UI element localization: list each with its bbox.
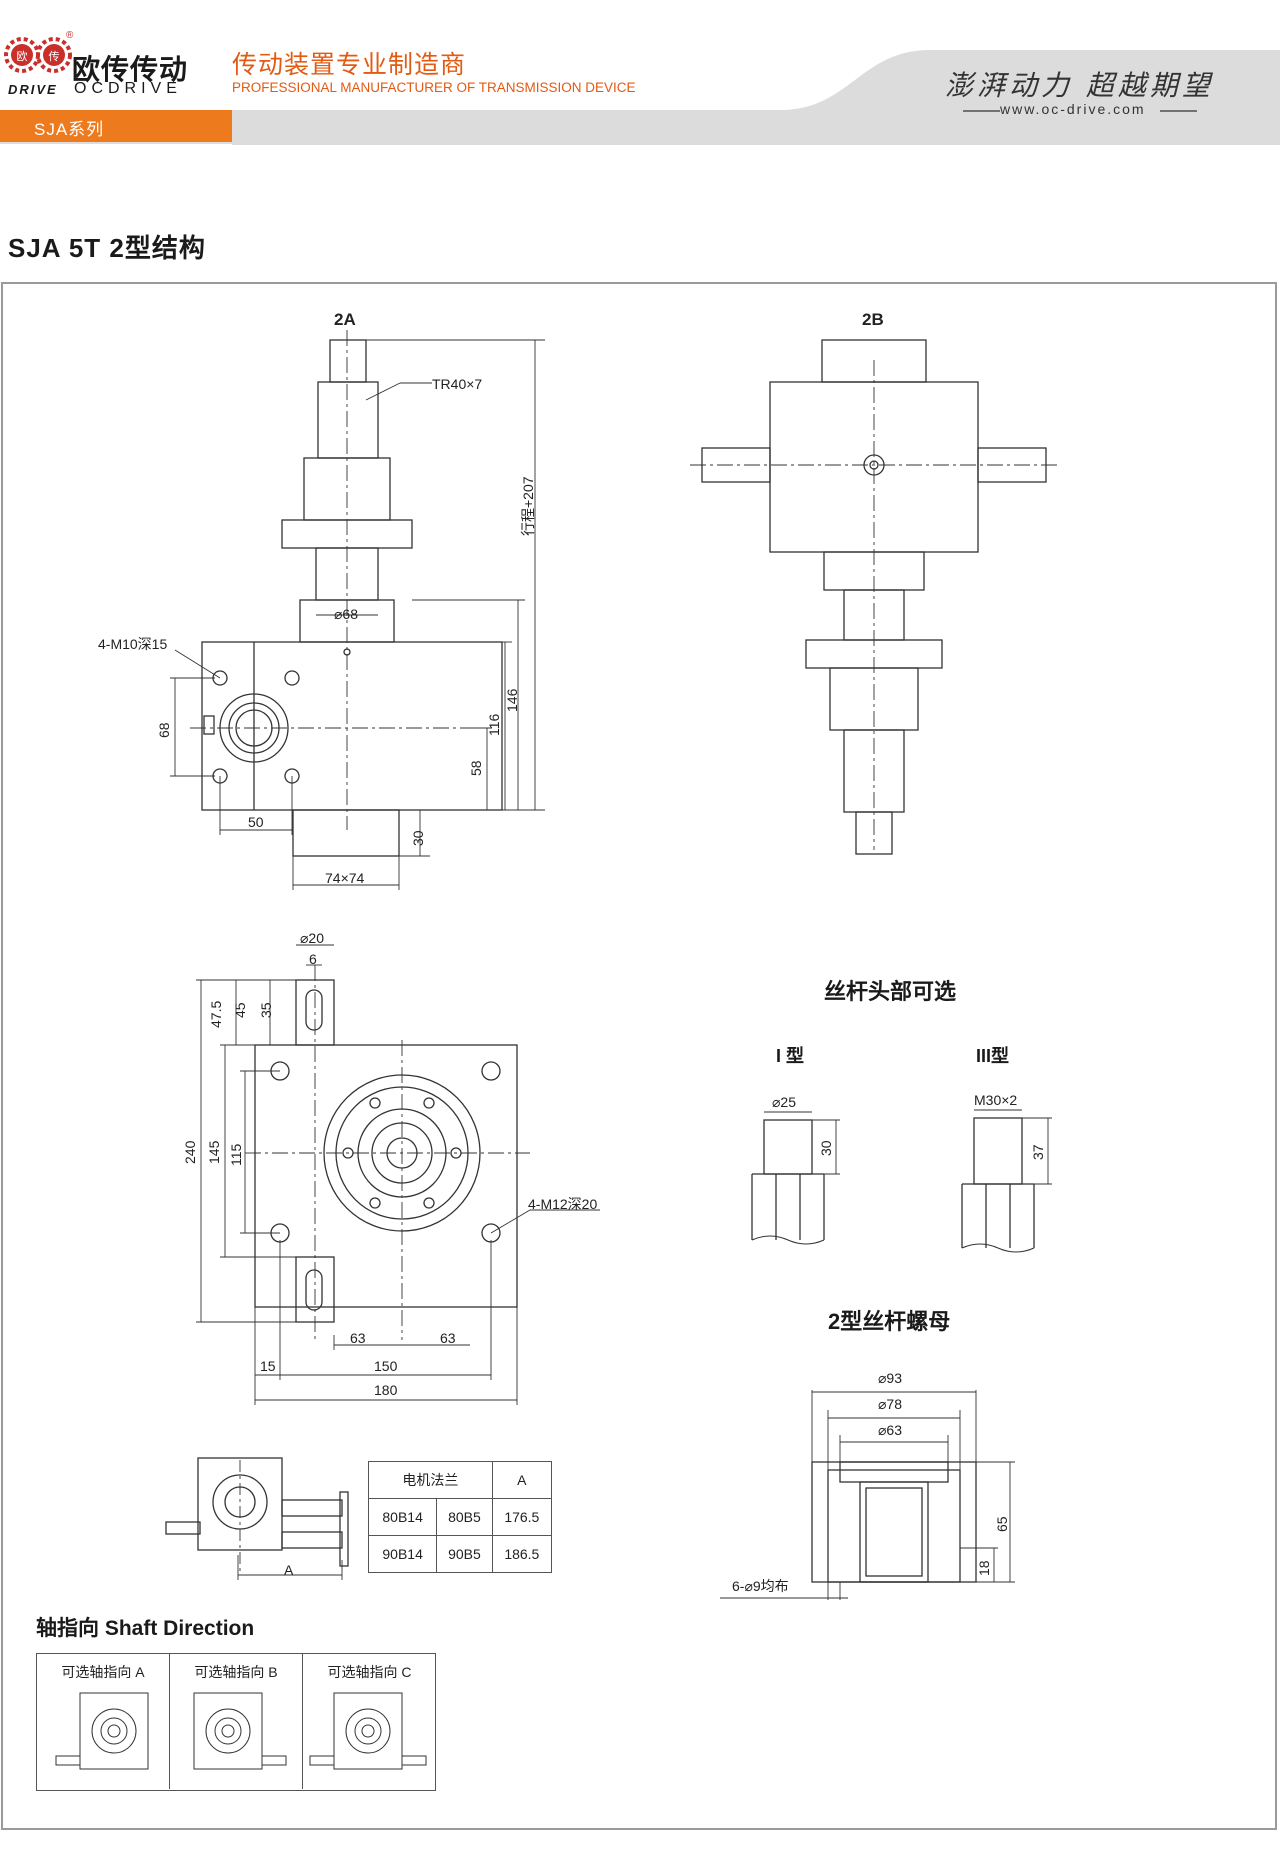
nut-drawing <box>720 1390 1015 1600</box>
stroke-label: 行程+207 <box>518 476 538 536</box>
tapped-holes-top-label: 4-M10深15 <box>98 634 167 654</box>
shaft-direction-table: 可选轴指向 A 可选轴指向 B 可选轴指向 C <box>36 1653 436 1791</box>
dim-58-label: 58 <box>468 760 484 776</box>
plan-view-drawing <box>196 945 600 1405</box>
type-1-label: I 型 <box>776 1042 804 1068</box>
type-3-label: III型 <box>976 1042 1009 1068</box>
table-cell: 90B5 <box>437 1536 492 1573</box>
table-row: 80B14 80B5 176.5 <box>369 1499 552 1536</box>
table-cell: 176.5 <box>492 1499 551 1536</box>
nut-dim-65-label: 65 <box>994 1516 1010 1532</box>
dim-15-label: 15 <box>260 1358 276 1374</box>
screw-head-options-drawing <box>752 1110 1052 1252</box>
nut-holes-label: 6-⌀9均布 <box>732 1576 789 1596</box>
table-cell: 80B14 <box>369 1499 437 1536</box>
dim-180-label: 180 <box>374 1382 397 1398</box>
shaft-option-a-label: 可选轴指向 A <box>37 1662 169 1682</box>
nut-title: 2型丝杆螺母 <box>828 1304 950 1336</box>
dim-47-5-label: 47.5 <box>208 1001 224 1028</box>
dim-150-label: 150 <box>374 1358 397 1374</box>
view-2b-drawing <box>690 340 1060 854</box>
dim-68-label: 68 <box>156 722 172 738</box>
dim-30-label: 30 <box>410 830 426 846</box>
dim-146-label: 146 <box>504 689 520 712</box>
dim-115-label: 115 <box>228 1144 244 1166</box>
dim-116-label: 116 <box>486 714 502 736</box>
dia78-label: ⌀78 <box>878 1396 902 1413</box>
shaft-option-c-label: 可选轴指向 C <box>303 1662 436 1682</box>
motor-dim-a-label: A <box>284 1562 293 1578</box>
type3-dim-37-label: 37 <box>1030 1144 1046 1160</box>
dim-35-label: 35 <box>258 1002 274 1018</box>
dia63-label: ⌀63 <box>878 1422 902 1439</box>
dim-74-label: 74×74 <box>325 870 364 886</box>
dia93-label: ⌀93 <box>878 1370 902 1387</box>
shaft-option-b: 可选轴指向 B <box>170 1654 303 1789</box>
tapped-holes-side-label: 4-M12深20 <box>528 1194 597 1214</box>
dim-240-label: 240 <box>182 1141 198 1164</box>
screw-head-title: 丝杆头部可选 <box>824 974 956 1006</box>
nut-dim-18-label: 18 <box>976 1560 992 1576</box>
dim-63a-label: 63 <box>350 1330 366 1346</box>
table-header-a: A <box>492 1462 551 1499</box>
dim-6-label: 6 <box>309 951 317 967</box>
shaft-direction-title: 轴指向 Shaft Direction <box>36 1612 254 1642</box>
dim-63b-label: 63 <box>440 1330 456 1346</box>
shaft-option-c: 可选轴指向 C <box>303 1654 436 1789</box>
motor-flange-table: 电机法兰 A 80B14 80B5 176.5 90B14 90B5 186.5 <box>368 1461 552 1573</box>
table-header-flange: 电机法兰 <box>369 1462 493 1499</box>
dia25-label: ⌀25 <box>772 1094 796 1111</box>
table-cell: 90B14 <box>369 1536 437 1573</box>
dim-50-label: 50 <box>248 814 264 830</box>
dim-45-label: 45 <box>232 1002 248 1018</box>
table-header-row: 电机法兰 A <box>369 1462 552 1499</box>
motor-flange-drawing <box>166 1458 348 1580</box>
view-2b-title: 2B <box>862 310 884 330</box>
type1-dim-30-label: 30 <box>818 1140 834 1156</box>
shaft-option-b-label: 可选轴指向 B <box>170 1662 302 1682</box>
dia20-label: ⌀20 <box>300 930 324 947</box>
m30-label: M30×2 <box>974 1092 1017 1108</box>
table-cell: 80B5 <box>437 1499 492 1536</box>
shaft-option-a: 可选轴指向 A <box>37 1654 170 1789</box>
dim-145-label: 145 <box>206 1141 222 1164</box>
view-2a-title: 2A <box>334 310 356 330</box>
dia68-label: ⌀68 <box>334 606 358 623</box>
thread-label: TR40×7 <box>432 376 482 392</box>
table-row: 90B14 90B5 186.5 <box>369 1536 552 1573</box>
table-cell: 186.5 <box>492 1536 551 1573</box>
